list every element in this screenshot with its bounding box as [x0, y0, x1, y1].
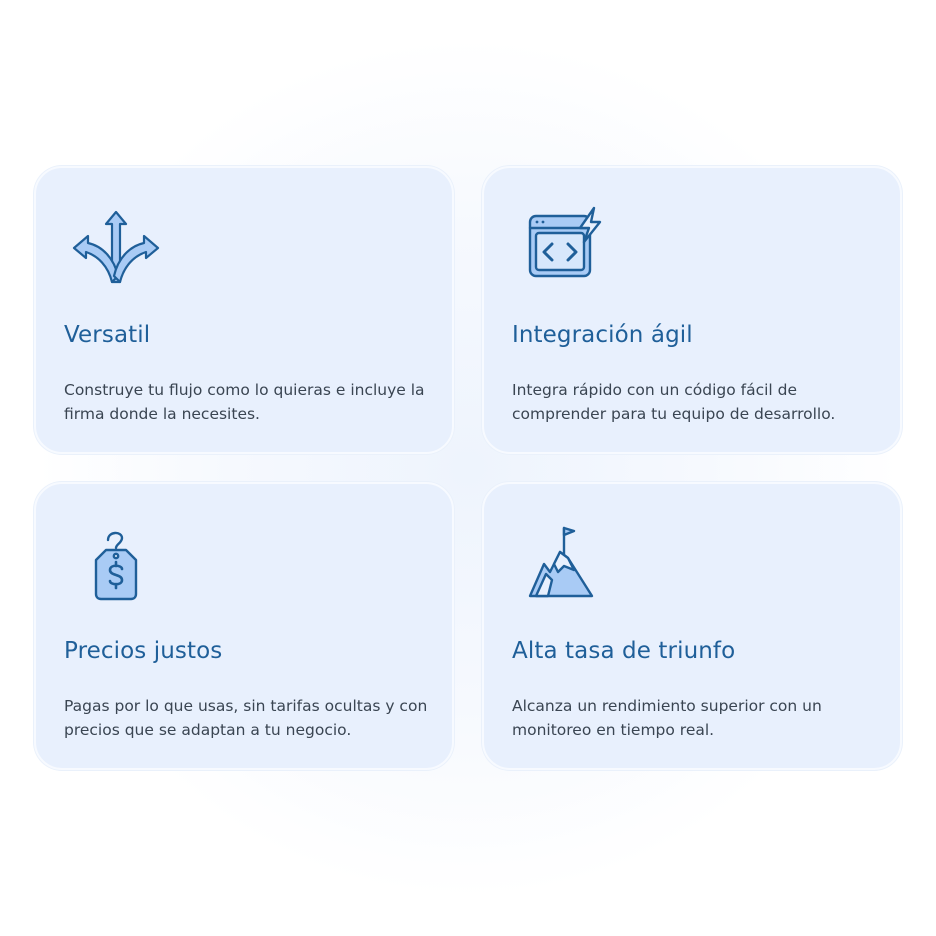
feature-title: Alta tasa de triunfo	[512, 638, 736, 664]
feature-card-alta-tasa: Alta tasa de triunfo Alcanza un rendimie…	[482, 482, 902, 770]
feature-card-versatil: Versatil Construye tu flujo como lo quie…	[34, 166, 454, 454]
split-arrows-icon	[72, 210, 160, 284]
feature-description: Alcanza un rendimiento superior con un m…	[512, 697, 822, 739]
feature-description: Integra rápido con un código fácil de co…	[512, 381, 836, 423]
code-window-icon	[528, 206, 602, 278]
feature-description: Pagas por lo que usas, sin tarifas ocult…	[64, 697, 428, 739]
feature-card-integracion: Integración ágil Integra rápido con un c…	[482, 166, 902, 454]
price-tag-icon	[94, 531, 138, 601]
feature-title: Precios justos	[64, 638, 223, 664]
feature-title: Integración ágil	[512, 322, 693, 348]
feature-title: Versatil	[64, 322, 151, 348]
feature-description: Construye tu flujo como lo quieras e inc…	[64, 381, 425, 423]
mountain-flag-icon	[528, 526, 594, 598]
feature-card-precios: Precios justos Pagas por lo que usas, si…	[34, 482, 454, 770]
